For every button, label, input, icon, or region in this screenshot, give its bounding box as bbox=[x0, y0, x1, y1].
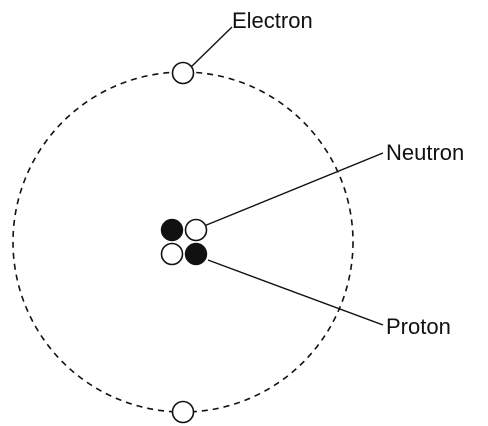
neutron-bottom-left bbox=[160, 242, 184, 266]
proton-label: Proton bbox=[386, 314, 451, 339]
neutron-label: Neutron bbox=[386, 140, 464, 165]
electron-orbit bbox=[12, 71, 354, 413]
neutron-top-right bbox=[184, 218, 208, 242]
proton-top-left bbox=[160, 218, 184, 242]
nucleus bbox=[160, 218, 208, 266]
proton-bottom-right bbox=[184, 242, 208, 266]
electron-label: Electron bbox=[232, 8, 313, 33]
proton-leader-line bbox=[207, 259, 384, 326]
electron-top bbox=[171, 61, 195, 85]
electron-bottom bbox=[171, 400, 195, 424]
electron-leader-line bbox=[189, 26, 233, 69]
neutron-leader-line bbox=[203, 152, 384, 227]
